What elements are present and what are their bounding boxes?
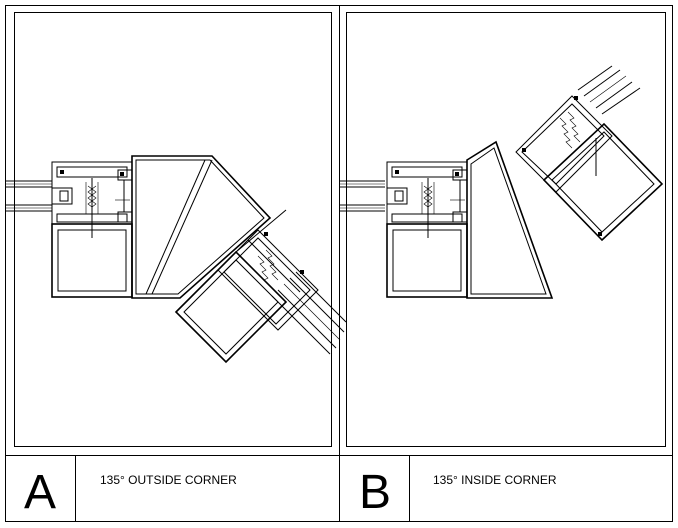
- detail-b-glass-left: [340, 180, 385, 212]
- detail-b-mullion-left: [386, 161, 468, 298]
- detail-b-corner-filler: [466, 140, 554, 299]
- detail-a-glass-angled: [271, 271, 347, 355]
- detail-b-drawing: [340, 65, 664, 299]
- detail-a-corner-filler: [131, 155, 272, 299]
- detail-a-drawing: [6, 155, 347, 364]
- detail-b-caption: 135° INSIDE CORNER: [433, 473, 557, 487]
- detail-b-mullion-angled: [515, 95, 664, 242]
- detail-a-mullion-left: [51, 161, 133, 298]
- detail-b-glass-angled: [577, 65, 641, 115]
- detail-a-caption: 135° OUTSIDE CORNER: [100, 473, 237, 487]
- sheet-frame: [5, 5, 673, 522]
- detail-b-letter: B: [359, 466, 391, 519]
- detail-a-glass-left: [6, 180, 52, 212]
- detail-a-letter: A: [24, 466, 56, 519]
